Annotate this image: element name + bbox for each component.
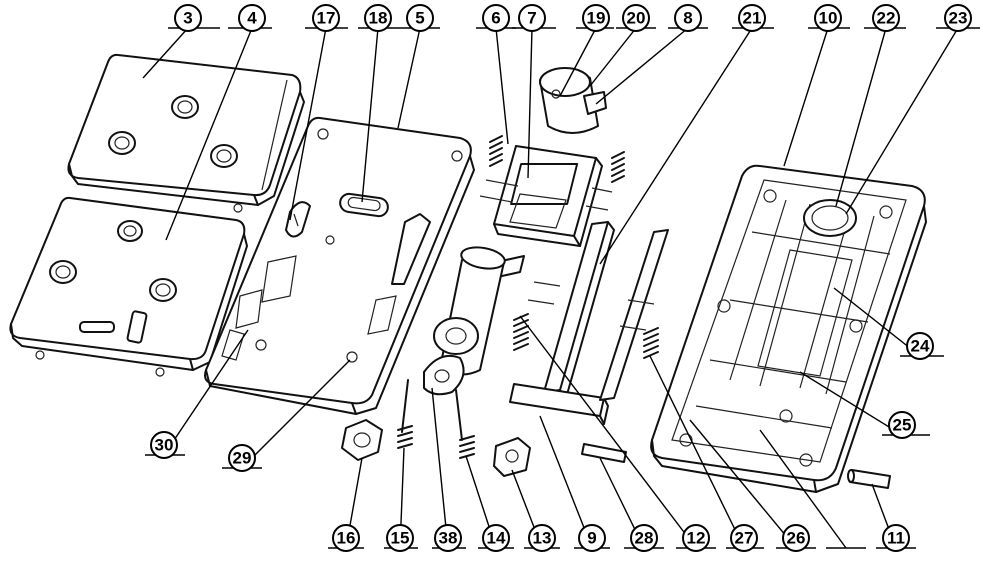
callout-text-4: 4 (247, 9, 257, 28)
callout-5: 5 (406, 4, 434, 32)
cover-screw-holes (108, 95, 238, 168)
part-knob-cylinder (539, 67, 607, 134)
spring-pair-6 (489, 135, 625, 183)
callout-text-28: 28 (635, 529, 654, 548)
callout-text-17: 17 (317, 9, 336, 28)
callout-8: 8 (674, 4, 702, 32)
callout-text-24: 24 (911, 337, 930, 356)
callout-text-22: 22 (877, 9, 896, 28)
callout-text-29: 29 (233, 449, 252, 468)
callout-11: 11 (882, 524, 910, 552)
callout-25: 25 (888, 411, 916, 439)
callout-text-12: 12 (687, 529, 706, 548)
part-motor (433, 246, 525, 376)
callout-text-23: 23 (949, 9, 968, 28)
callout-26: 26 (782, 524, 810, 552)
part-small-nut-16 (341, 419, 383, 461)
callout-text-20: 20 (627, 9, 646, 28)
part-lower-cover-plate (9, 196, 248, 377)
part-torsion-spring-14 (455, 389, 475, 459)
callout-text-15: 15 (391, 529, 410, 548)
callout-29: 29 (228, 444, 256, 472)
callout-text-3: 3 (183, 9, 192, 28)
callout-text-38: 38 (439, 529, 458, 548)
callout-38: 38 (434, 524, 462, 552)
callout-21: 21 (738, 4, 766, 32)
callout-text-6: 6 (491, 9, 500, 28)
callout-16: 16 (332, 524, 360, 552)
part-long-bar (509, 221, 615, 425)
callout-text-25: 25 (893, 416, 912, 435)
callout-text-10: 10 (819, 9, 838, 28)
callout-7: 7 (518, 4, 546, 32)
callout-12: 12 (682, 524, 710, 552)
callout-15: 15 (386, 524, 414, 552)
part-middle-frame (204, 116, 475, 415)
callout-text-26: 26 (787, 529, 806, 548)
callout-text-30: 30 (155, 436, 174, 455)
callout-28: 28 (630, 524, 658, 552)
callout-text-13: 13 (533, 529, 552, 548)
callout-4: 4 (238, 4, 266, 32)
part-pin-28 (581, 443, 627, 463)
callout-14: 14 (482, 524, 510, 552)
part-torsion-spring-15 (397, 379, 413, 449)
callout-text-27: 27 (735, 529, 754, 548)
callout-22: 22 (872, 4, 900, 32)
callout-10: 10 (814, 4, 842, 32)
callout-30: 30 (150, 431, 178, 459)
part-spring-9 (513, 313, 529, 351)
part-sliding-block (479, 145, 613, 247)
callout-text-18: 18 (369, 9, 388, 28)
part-cam-38 (423, 354, 465, 396)
callout-text-5: 5 (415, 9, 424, 28)
part-pin-11 (847, 469, 891, 489)
callout-17: 17 (312, 4, 340, 32)
callout-text-16: 16 (337, 529, 356, 548)
part-block-13 (493, 437, 531, 477)
callout-text-9: 9 (587, 529, 596, 548)
callout-text-11: 11 (887, 529, 905, 548)
callout-text-8: 8 (683, 9, 692, 28)
callout-text-19: 19 (587, 9, 606, 28)
callout-text-14: 14 (487, 529, 506, 548)
part-housing-base (650, 164, 927, 493)
callout-20: 20 (622, 4, 650, 32)
callout-19: 19 (582, 4, 610, 32)
part-slender-rail (599, 229, 669, 401)
callout-text-7: 7 (527, 9, 536, 28)
callout-labels: 3 4 17 18 5 6 7 19 20 8 21 10 22 23 24 2… (150, 4, 972, 552)
callout-27: 27 (730, 524, 758, 552)
callout-3: 3 (174, 4, 202, 32)
callout-18: 18 (364, 4, 392, 32)
callout-text-21: 21 (743, 9, 762, 28)
callout-6: 6 (482, 4, 510, 32)
callout-13: 13 (528, 524, 556, 552)
callout-23: 23 (944, 4, 972, 32)
callout-24: 24 (906, 332, 934, 360)
part-upper-cover-plate (67, 53, 305, 213)
callout-9: 9 (578, 524, 606, 552)
